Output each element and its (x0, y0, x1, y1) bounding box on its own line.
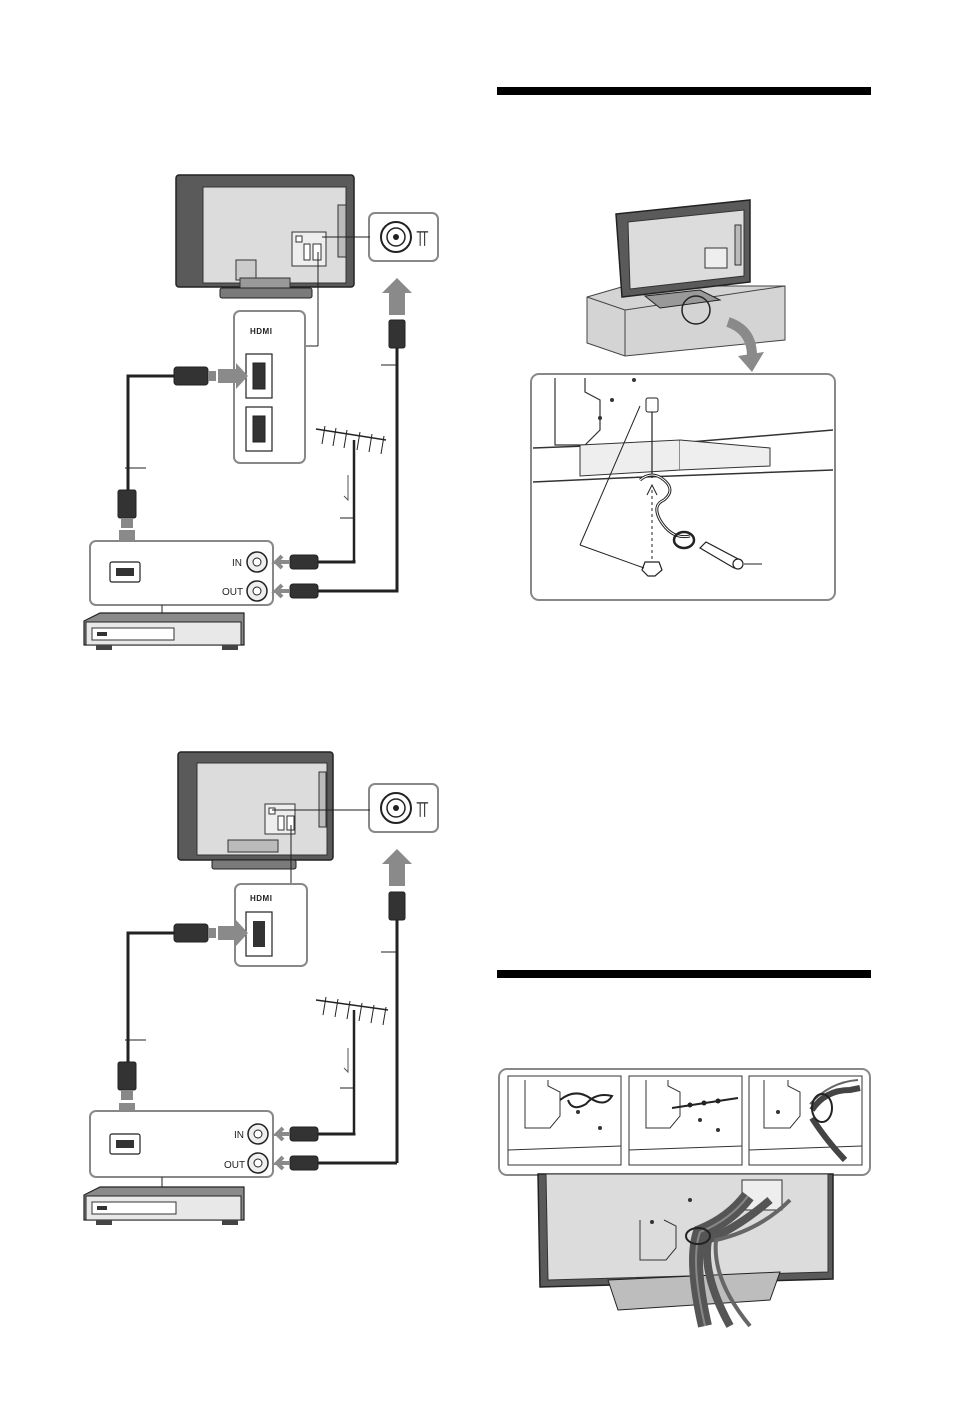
section-securing-tv (497, 87, 871, 600)
tv-rear-with-bundled-cables (538, 1174, 833, 1326)
section-bundling-cables (497, 970, 871, 1326)
port-in-label: IN (232, 558, 242, 569)
recorder-unit (84, 613, 244, 650)
step-panel-2 (629, 1076, 742, 1165)
coax-cable-to-tv (381, 320, 405, 590)
hdmi-logo: HDMI (250, 327, 272, 336)
stand-fixing-detail-callout (531, 374, 835, 600)
recorder-unit (84, 1187, 244, 1225)
connection-diagram-b: ⫪ HDMI (84, 752, 438, 1225)
recorder-rear-panel-callout: IN OUT (90, 1111, 397, 1187)
port-in-label: IN (234, 1130, 244, 1141)
recorder-rear-panel-callout: IN OUT (90, 541, 397, 615)
antenna-symbol: ⫪ (416, 798, 428, 823)
tv-on-stand-illustration (587, 200, 785, 372)
coax-cable-to-tv (381, 892, 405, 1163)
step-panel-1 (508, 1076, 621, 1165)
antenna-symbol: ⫪ (416, 227, 428, 252)
hdmi-cable (118, 924, 216, 1100)
section-header-bar (497, 970, 871, 978)
outdoor-antenna (316, 997, 388, 1133)
outdoor-antenna (316, 426, 386, 560)
port-out-label: OUT (222, 587, 243, 598)
port-out-label: OUT (224, 1160, 245, 1171)
hdmi-logo: HDMI (250, 894, 272, 903)
connection-diagram-a: ⫪ HDMI (84, 175, 438, 650)
hdmi-cable (118, 367, 216, 528)
cable-bundling-steps-callout (499, 1069, 870, 1175)
section-header-bar (497, 87, 871, 95)
step-panel-3 (749, 1076, 862, 1165)
